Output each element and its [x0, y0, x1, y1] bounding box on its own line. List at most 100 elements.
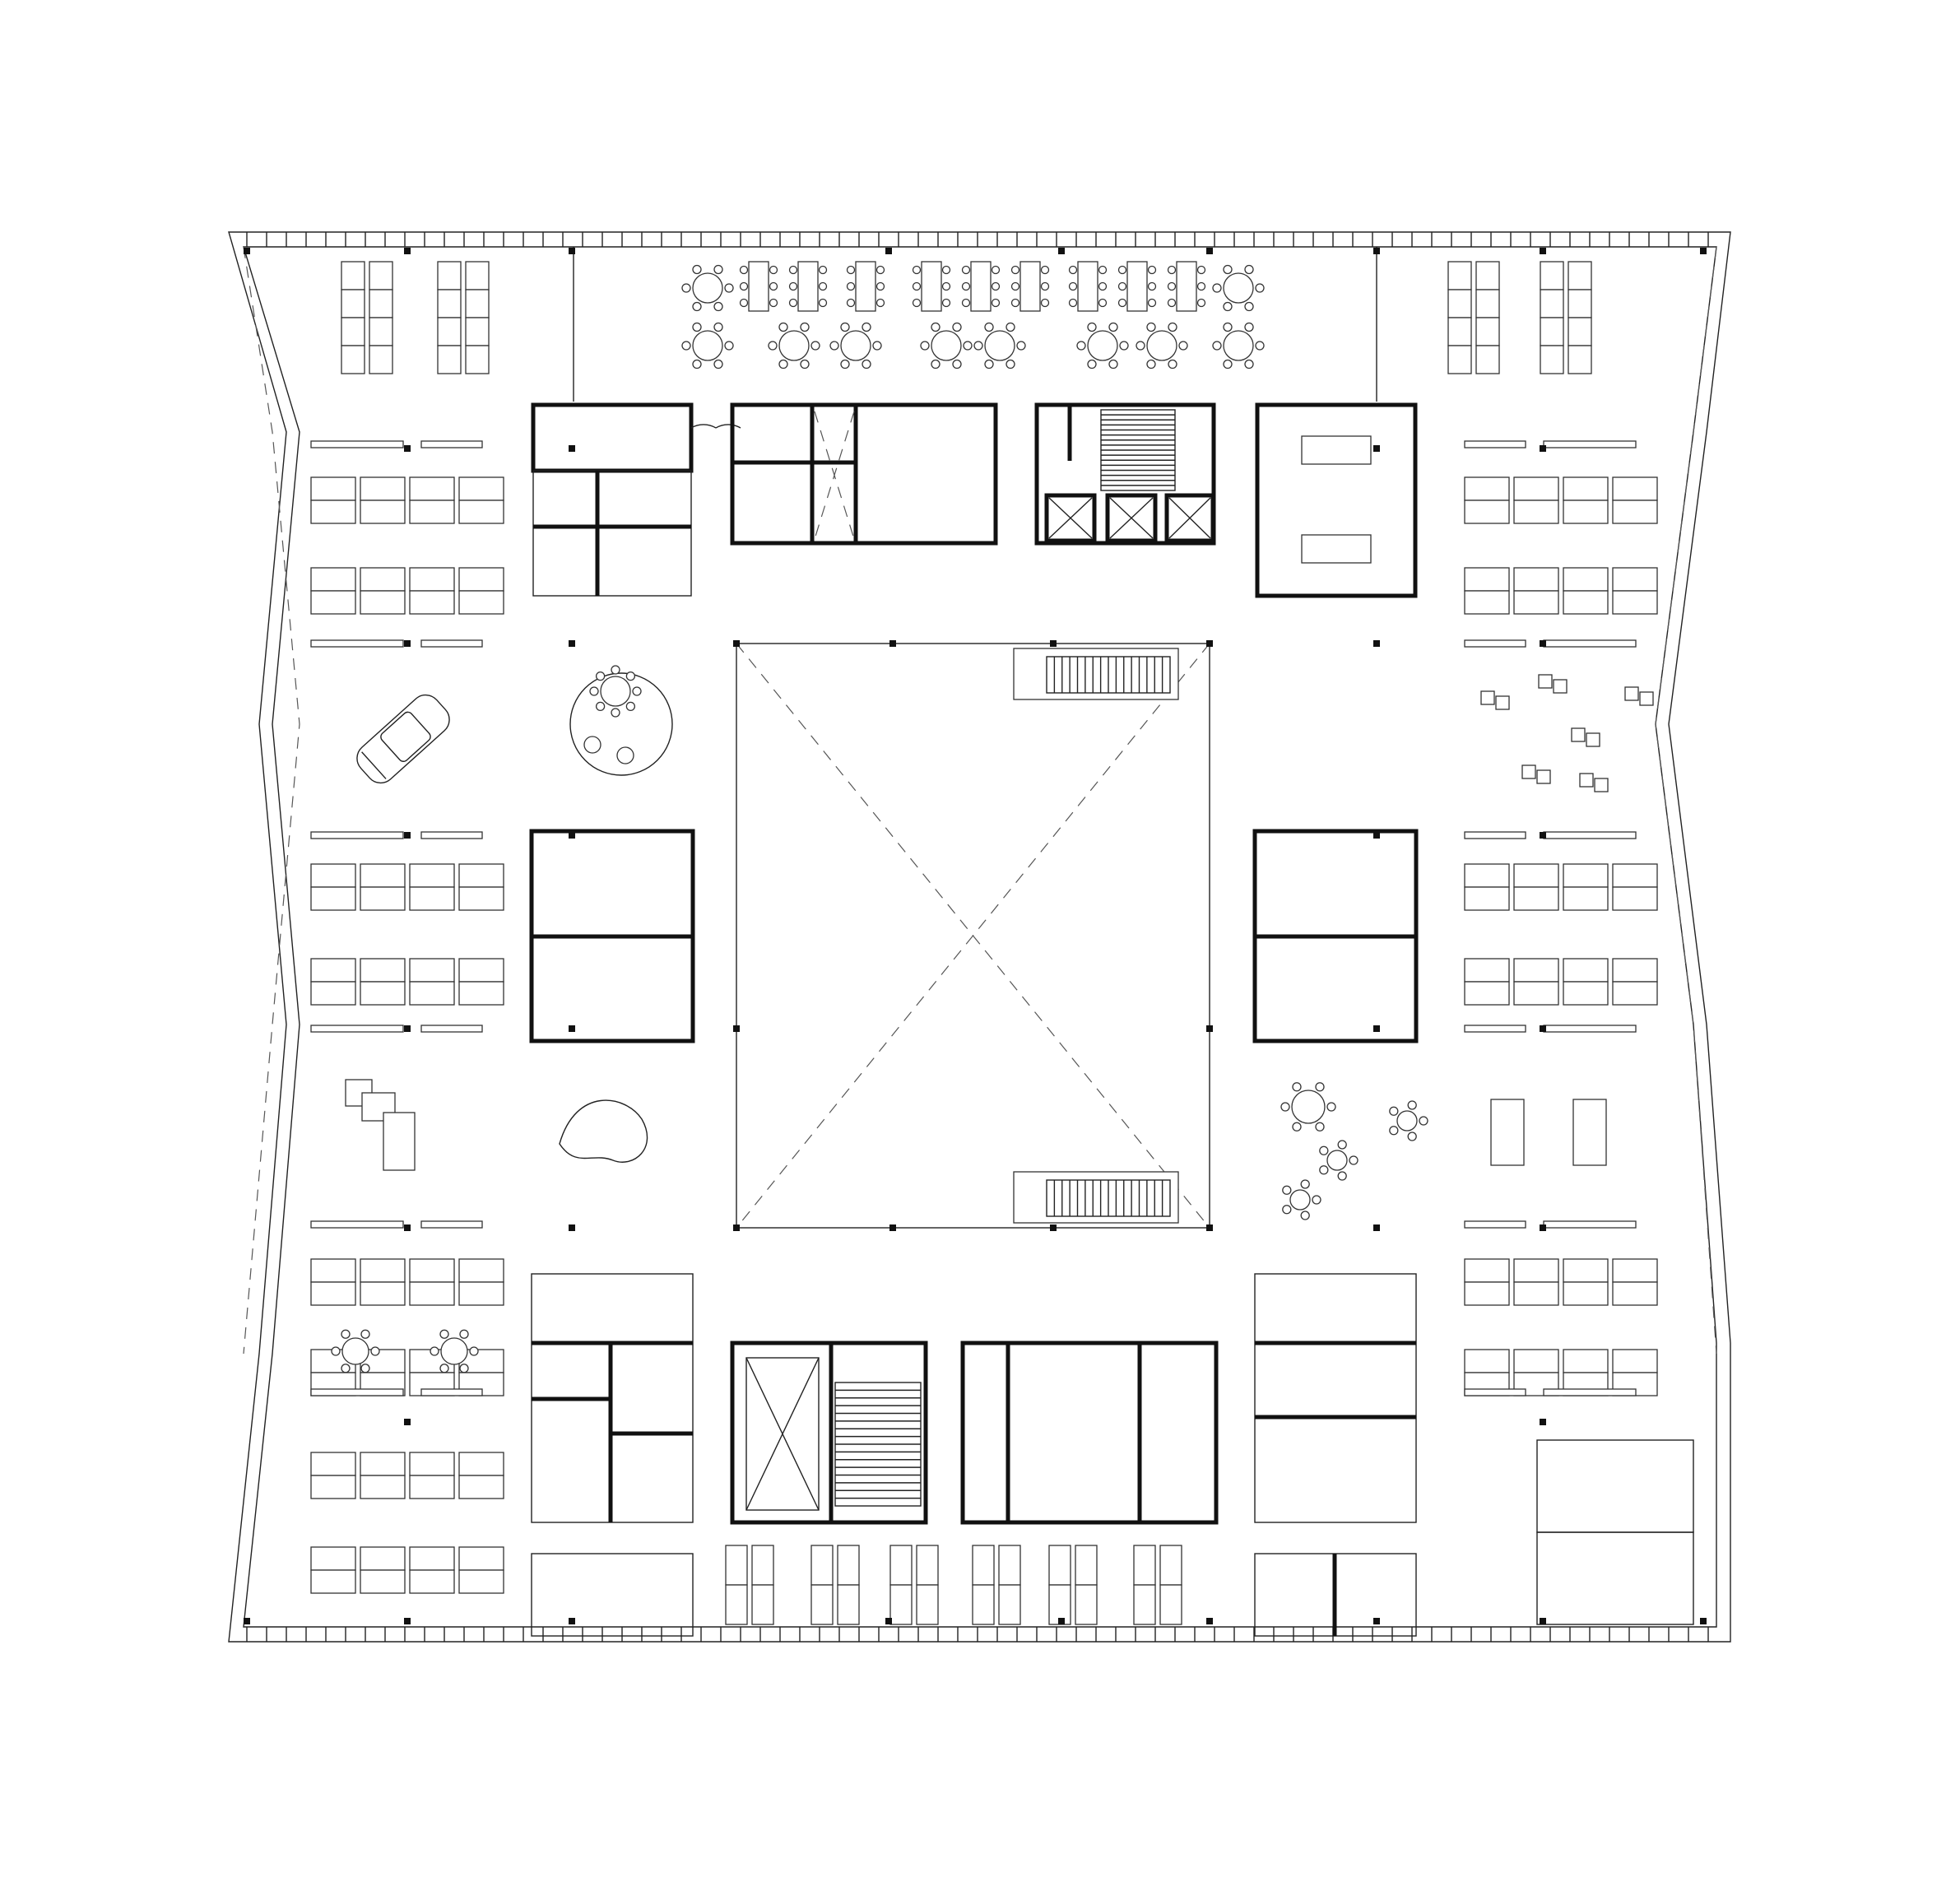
desk [458, 981, 504, 1006]
chair [459, 1329, 469, 1339]
chair [439, 1364, 449, 1373]
rect-table [1077, 261, 1098, 312]
desk [458, 1452, 504, 1476]
desk [1612, 500, 1658, 524]
pingpong-table [1572, 1099, 1607, 1166]
desk [1568, 317, 1592, 346]
column [569, 248, 575, 254]
desk [369, 261, 393, 290]
rect-table [921, 261, 942, 312]
column [569, 1224, 575, 1231]
stool [1639, 691, 1654, 706]
chair [469, 1346, 479, 1356]
column [1540, 1419, 1546, 1425]
chair [1300, 1179, 1310, 1189]
chair [984, 322, 994, 332]
desk [837, 1545, 860, 1586]
desk [1464, 1349, 1510, 1373]
north-stair [1100, 409, 1176, 491]
chair [800, 322, 810, 332]
desk [437, 345, 462, 374]
chair [778, 359, 788, 369]
desk [916, 1545, 939, 1586]
chair [1223, 264, 1233, 275]
storage-strip [1543, 831, 1637, 839]
desk [725, 1584, 748, 1625]
desk [458, 1546, 504, 1571]
desk [360, 1452, 406, 1476]
desk [437, 289, 462, 318]
chair [788, 298, 798, 308]
chair [778, 322, 788, 332]
chair [1098, 281, 1108, 291]
desk [458, 590, 504, 615]
desk [1475, 345, 1500, 374]
desk [341, 261, 365, 290]
desk [310, 590, 356, 615]
chair [788, 281, 798, 291]
desk [310, 567, 356, 592]
chair [439, 1329, 449, 1339]
round-table [1223, 272, 1254, 304]
round-table [1291, 1090, 1326, 1124]
round-table [1289, 1189, 1311, 1211]
chair [1117, 298, 1127, 308]
desk [409, 886, 455, 911]
desk [1513, 567, 1559, 592]
column [1206, 1025, 1213, 1032]
chair [1292, 1082, 1302, 1092]
east-pods [1252, 829, 1419, 1043]
desk [1568, 261, 1592, 290]
desk [1612, 1281, 1658, 1306]
chair [1337, 1171, 1347, 1181]
chair [1315, 1082, 1325, 1092]
chair [1108, 322, 1118, 332]
desk [310, 1569, 356, 1594]
chair [1292, 1122, 1302, 1132]
chair [625, 671, 636, 681]
desk [341, 289, 365, 318]
chair [1212, 283, 1222, 293]
storage-strip [1464, 1025, 1526, 1033]
column [885, 248, 892, 254]
structural-columns [244, 248, 1707, 1624]
column [889, 1224, 896, 1231]
column [1540, 248, 1546, 254]
chair [931, 359, 941, 369]
desk [1540, 317, 1564, 346]
stool [1536, 769, 1551, 784]
column [1700, 1618, 1707, 1624]
desk [458, 500, 504, 524]
storage-strip [1543, 1220, 1637, 1229]
column [1373, 248, 1380, 254]
chair [961, 281, 971, 291]
storage-strip [310, 1220, 404, 1229]
desk [360, 500, 406, 524]
chair [724, 341, 734, 351]
rect-table [855, 261, 876, 312]
chair [1108, 359, 1118, 369]
chair [611, 708, 620, 718]
chair [1315, 1122, 1325, 1132]
desk [1612, 863, 1658, 888]
central-atrium [736, 643, 1210, 1229]
desk [409, 590, 455, 615]
chair [1312, 1195, 1321, 1205]
desk [360, 1475, 406, 1499]
desk [1464, 500, 1510, 524]
desk [360, 476, 406, 501]
column [1373, 832, 1380, 839]
chair [1168, 322, 1177, 332]
column [1540, 640, 1546, 647]
column [1050, 1224, 1057, 1231]
south-east-offices [1536, 1439, 1694, 1625]
desk [409, 500, 455, 524]
desk [1513, 981, 1559, 1006]
desk [1513, 476, 1559, 501]
chair [1280, 1102, 1290, 1112]
desk [409, 567, 455, 592]
round-table [1146, 330, 1177, 361]
storage-strip [310, 440, 404, 448]
chair [1117, 281, 1127, 291]
desk [972, 1584, 995, 1625]
